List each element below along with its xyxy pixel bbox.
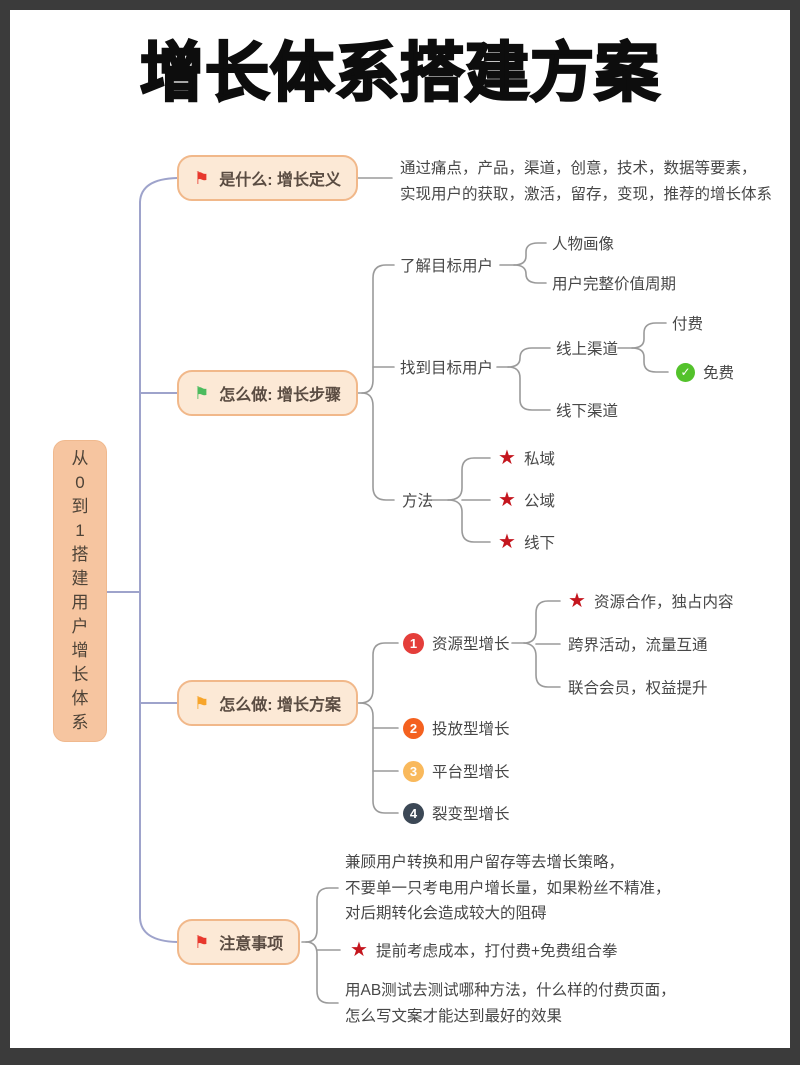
- node-crossover: 跨界活动，流量互通: [568, 637, 708, 654]
- node-platform-growth: 3 平台型增长: [403, 760, 510, 782]
- red-flag-icon: ⚑: [194, 932, 210, 952]
- node-joint-membership: 联合会员，权益提升: [568, 680, 708, 697]
- node-offline-channel: 线下渠道: [556, 403, 619, 420]
- orange-flag-icon: ⚑: [194, 693, 210, 713]
- check-icon: ✓: [676, 362, 695, 382]
- branch-notes-label: 注意事项: [219, 936, 284, 953]
- badge-2-icon: 2: [403, 717, 424, 739]
- node-resource-coop: ★ 资源合作，独占内容: [568, 590, 734, 612]
- definition-description: 通过痛点，产品，渠道，创意，技术，数据等要素， 实现用户的获取，激活，留存，变现…: [400, 160, 773, 203]
- node-paid: 付费: [672, 316, 704, 333]
- node-private-domain: ★ 私域: [498, 447, 555, 469]
- mindmap-canvas: 增长体系搭建方案: [10, 10, 790, 1048]
- node-methods: 方法: [402, 493, 434, 510]
- star-icon: ★: [498, 531, 516, 553]
- node-value-lifecycle: 用户完整价值周期: [552, 276, 677, 293]
- green-flag-icon: ⚑: [194, 383, 210, 403]
- star-icon: ★: [350, 939, 368, 961]
- root-label: 从 0 到 1 搭 建 用 户 增 长 体 系: [71, 449, 89, 732]
- node-understand-users: 了解目标用户: [400, 258, 494, 275]
- branch-notes-node: ⚑ 注意事项: [177, 919, 301, 965]
- node-offline-method: ★ 线下: [498, 531, 555, 553]
- note-ab-test: 用AB测试去测试哪种方法，什么样的付费页面， 怎么写文案才能达到最好的效果: [345, 982, 676, 1025]
- star-icon: ★: [498, 489, 516, 511]
- node-resource-growth: 1 资源型增长: [403, 632, 510, 654]
- star-icon: ★: [568, 590, 586, 612]
- node-online-channel: 线上渠道: [556, 341, 619, 358]
- node-persona: 人物画像: [552, 236, 615, 253]
- badge-1-icon: 1: [403, 632, 424, 654]
- branch-plans-node: ⚑ 怎么做: 增长方案: [177, 680, 359, 726]
- note-strategy: 兼顾用户转换和用户留存等去增长策略， 不要单一只考电用户增长量，如果粉丝不精准，…: [345, 854, 671, 922]
- page-title: 增长体系搭建方案: [139, 36, 661, 111]
- root-node: 从 0 到 1 搭 建 用 户 增 长 体 系: [53, 440, 107, 742]
- node-fission-growth: 4 裂变型增长: [403, 802, 510, 824]
- badge-3-icon: 3: [403, 760, 424, 782]
- node-free: ✓ 免费: [676, 361, 734, 383]
- branch-definition-label: 是什么: 增长定义: [219, 172, 342, 189]
- branch-steps-label: 怎么做: 增长步骤: [219, 387, 342, 404]
- red-flag-icon: ⚑: [194, 168, 210, 188]
- branch-definition-node: ⚑ 是什么: 增长定义: [177, 155, 359, 201]
- note-cost: ★ 提前考虑成本，打付费+免费组合拳: [350, 939, 618, 961]
- badge-4-icon: 4: [403, 802, 424, 824]
- node-ads-growth: 2 投放型增长: [403, 717, 510, 739]
- star-icon: ★: [498, 447, 516, 469]
- branch-plans-label: 怎么做: 增长方案: [219, 697, 342, 714]
- branch-steps-node: ⚑ 怎么做: 增长步骤: [177, 370, 359, 416]
- node-public-domain: ★ 公域: [498, 489, 555, 511]
- node-find-users: 找到目标用户: [400, 360, 494, 377]
